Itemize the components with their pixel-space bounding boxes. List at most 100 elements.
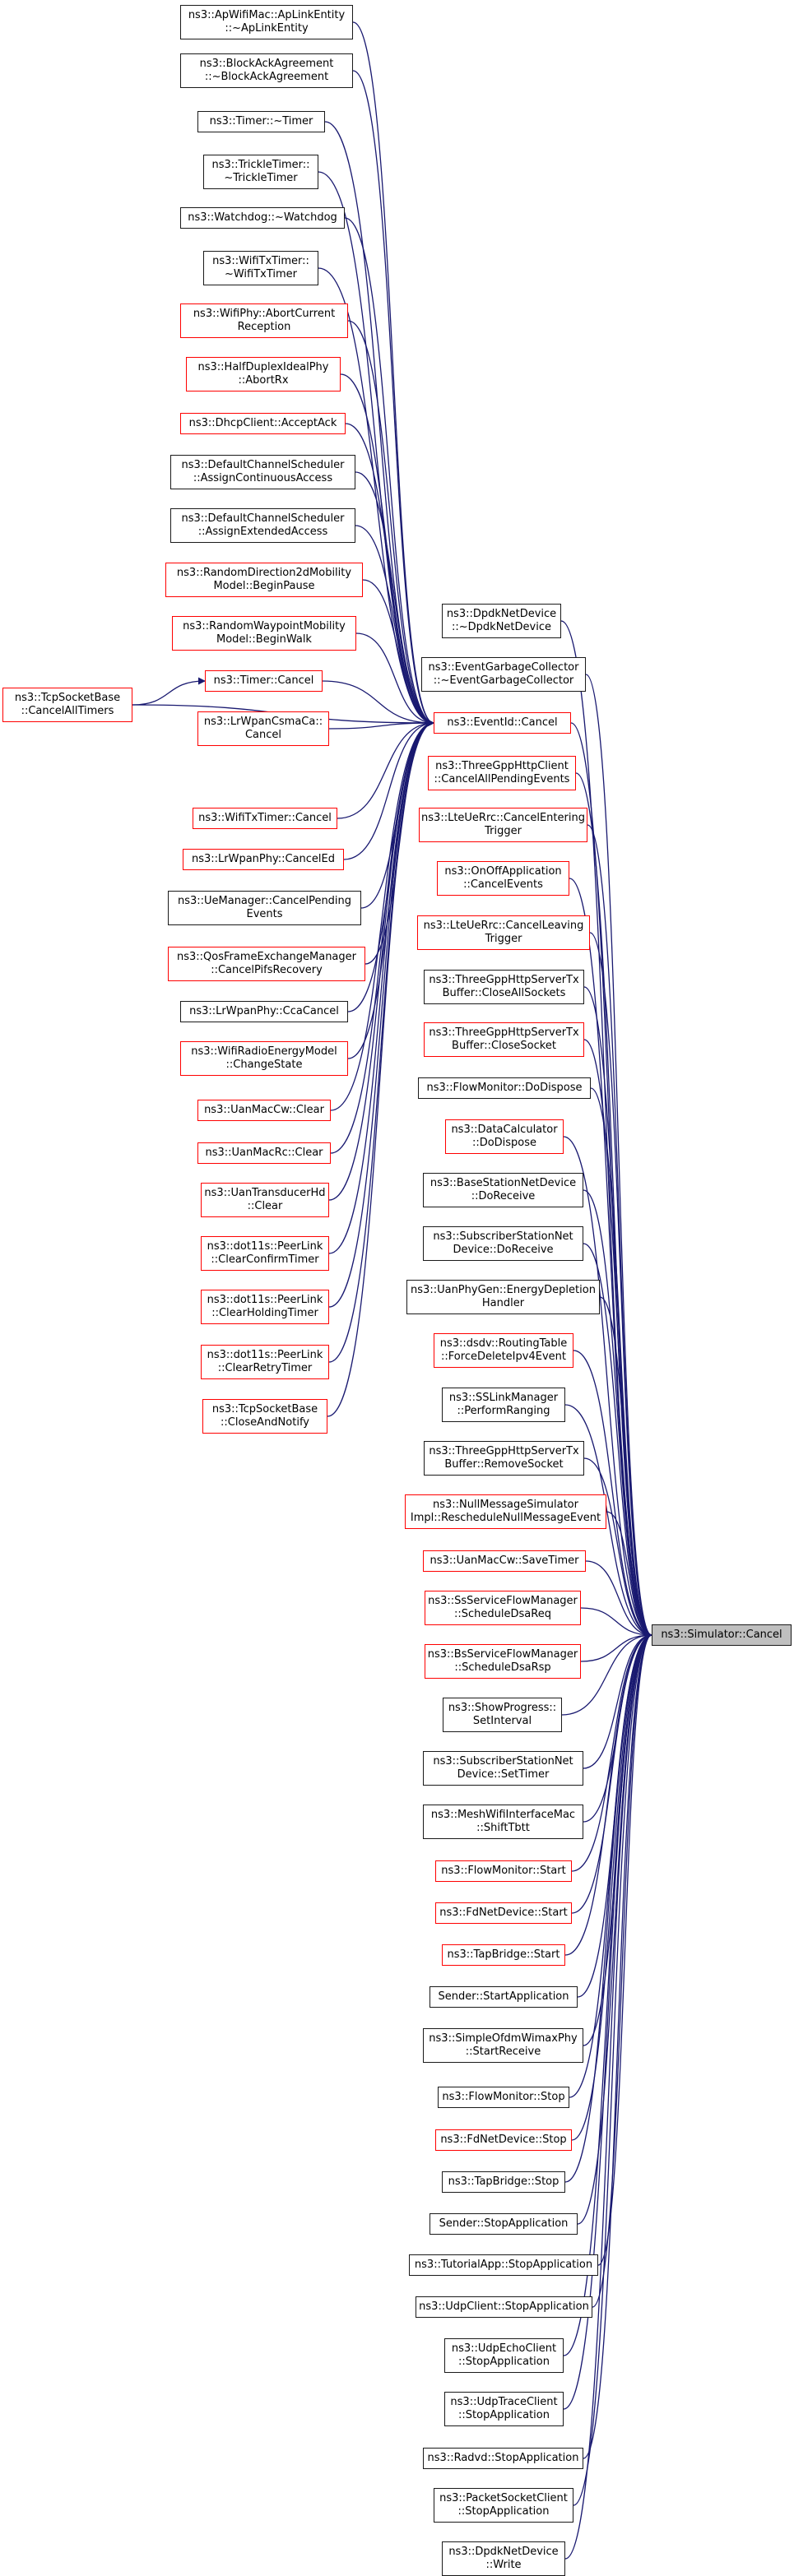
node-label-line: ns3::UdpTraceClient xyxy=(450,2396,558,2408)
node-wifiradioenergymodel-changestate[interactable]: ns3::WifiRadioEnergyModel::ChangeState xyxy=(180,1041,348,1076)
node-label-line: ::CancelAllPendingEvents xyxy=(434,773,570,785)
node-ssserviceflowmanager-scheduledsareq[interactable]: ns3::SsServiceFlowManager::ScheduleDsaRe… xyxy=(425,1591,581,1625)
node-dpdknetdevice-dpdknetdevice[interactable]: ns3::DpdkNetDevice::~DpdkNetDevice xyxy=(442,604,561,638)
edge-ssnd-to-simulator-cancel xyxy=(583,1243,652,1639)
node-datacalculator-dodispose[interactable]: ns3::DataCalculator::DoDispose xyxy=(445,1119,564,1154)
node-label-line: ns3::UdpEchoClient xyxy=(451,2342,557,2355)
node-flowmonitor-dodispose[interactable]: ns3::FlowMonitor::DoDispose xyxy=(418,1077,591,1099)
node-label-line: ::DoReceive xyxy=(471,1190,536,1202)
node-label-line: ns3::UanTransducerHd xyxy=(204,1187,326,1199)
node-dhcpclient-acceptack[interactable]: ns3::DhcpClient::AcceptAck xyxy=(180,413,346,434)
node-basestationnetdevice-doreceive[interactable]: ns3::BaseStationNetDevice::DoReceive xyxy=(423,1173,583,1207)
node-lrwpanphy-ccacancel[interactable]: ns3::LrWpanPhy::CcaCancel xyxy=(180,1001,348,1022)
node-eventgarbagecollector-eventgarbagecollector[interactable]: ns3::EventGarbageCollector::~EventGarbag… xyxy=(421,657,586,692)
node-label-line: ns3::TrickleTimer:: xyxy=(211,159,310,171)
node-sslinkmanager-performranging[interactable]: ns3::SSLinkManager::PerformRanging xyxy=(442,1388,565,1422)
node-dsdv-routingtable-forcedeleteipv4event[interactable]: ns3::dsdv::RoutingTable::ForceDeleteIpv4… xyxy=(434,1333,573,1368)
node-tapbridge-stop[interactable]: ns3::TapBridge::Stop xyxy=(442,2171,565,2193)
node-label-line: ns3::DataCalculator xyxy=(451,1124,558,1136)
node-uanmacrc-clear[interactable]: ns3::UanMacRc::Clear xyxy=(197,1142,331,1164)
node-label-line: ns3::DefaultChannelScheduler xyxy=(181,459,345,471)
node-udptraceclient-stopapplication[interactable]: ns3::UdpTraceClient::StopApplication xyxy=(444,2392,564,2426)
node-label-line: ::ScheduleDsaRsp xyxy=(454,1661,551,1674)
node-trickletimer-trickletimer[interactable]: ns3::TrickleTimer::~TrickleTimer xyxy=(203,155,318,189)
edge-dpk2-to-simulator-cancel xyxy=(564,1631,652,2560)
node-dot11s-peerlink-clearconfirmtimer[interactable]: ns3::dot11s::PeerLink::ClearConfirmTimer xyxy=(201,1236,329,1271)
node-dpdknetdevice-write[interactable]: ns3::DpdkNetDevice::Write xyxy=(442,2541,565,2576)
node-onoffapplication-cancelevents[interactable]: ns3::OnOffApplication::CancelEvents xyxy=(437,861,569,896)
node-label-line: ns3::dot11s::PeerLink xyxy=(207,1294,323,1306)
node-fdnetdevice-start[interactable]: ns3::FdNetDevice::Start xyxy=(435,1902,572,1924)
node-dot11s-peerlink-clearholdingtimer[interactable]: ns3::dot11s::PeerLink::ClearHoldingTimer xyxy=(201,1290,329,1324)
node-dot11s-peerlink-clearretrytimer[interactable]: ns3::dot11s::PeerLink::ClearRetryTimer xyxy=(201,1345,329,1379)
node-threegpphttpclient-cancelallpendingevents[interactable]: ns3::ThreeGppHttpClient::CancelAllPendin… xyxy=(428,756,576,790)
node-showprogress-setinterval[interactable]: ns3::ShowProgress::SetInterval xyxy=(443,1698,562,1732)
node-sender-stopapplication[interactable]: Sender::StopApplication xyxy=(430,2213,578,2235)
node-defaultchannelscheduler-assigncontinuousaccess[interactable]: ns3::DefaultChannelScheduler::AssignCont… xyxy=(170,455,355,489)
node-label-line: ns3::BaseStationNetDevice xyxy=(430,1177,577,1189)
node-label-line: ns3::NullMessageSimulator xyxy=(433,1499,578,1511)
node-uanmaccw-savetimer[interactable]: ns3::UanMacCw::SaveTimer xyxy=(423,1550,586,1572)
node-lrwpancsmaca-cancel[interactable]: ns3::LrWpanCsmaCa::Cancel xyxy=(197,711,329,746)
node-label-line: ns3::Timer::Cancel xyxy=(213,674,314,687)
node-tcpsocketbase-closeandnotify[interactable]: ns3::TcpSocketBase::CloseAndNotify xyxy=(202,1399,327,1434)
edge-pl1-to-eventid-cancel xyxy=(328,719,434,1254)
node-apwifimac-aplinkentity-aplinkentity[interactable]: ns3::ApWifiMac::ApLinkEntity::~ApLinkEnt… xyxy=(180,5,353,39)
node-eventid-cancel[interactable]: ns3::EventId::Cancel xyxy=(434,712,571,734)
node-udpechoclient-stopapplication[interactable]: ns3::UdpEchoClient::StopApplication xyxy=(444,2338,564,2373)
node-label-line: ns3::TutorialApp::StopApplication xyxy=(414,2259,593,2271)
node-label-line: Sender::StopApplication xyxy=(439,2217,569,2230)
node-halfduplexidealphy-abortrx[interactable]: ns3::HalfDuplexIdealPhy::AbortRx xyxy=(186,357,341,391)
node-flowmonitor-stop[interactable]: ns3::FlowMonitor::Stop xyxy=(438,2087,569,2108)
node-fdnetdevice-stop[interactable]: ns3::FdNetDevice::Stop xyxy=(435,2129,572,2151)
node-meshwifiinterfacemac-shifttbtt[interactable]: ns3::MeshWifiInterfaceMac::ShiftTbtt xyxy=(423,1805,583,1839)
edge-dsdv-to-simulator-cancel xyxy=(573,1350,652,1639)
node-label-line: ::StopApplication xyxy=(457,2505,550,2518)
node-packetsocketclient-stopapplication[interactable]: ns3::PacketSocketClient::StopApplication xyxy=(434,2488,573,2523)
node-defaultchannelscheduler-assignextendedaccess[interactable]: ns3::DefaultChannelScheduler::AssignExte… xyxy=(170,508,355,543)
node-tutorialapp-stopapplication[interactable]: ns3::TutorialApp::StopApplication xyxy=(409,2254,598,2276)
edge-fdst-to-simulator-cancel xyxy=(571,1631,652,2141)
node-blockackagreement-blockackagreement[interactable]: ns3::BlockAckAgreement::~BlockAckAgreeme… xyxy=(180,53,353,88)
node-label-line: ns3::dot11s::PeerLink xyxy=(207,1349,323,1361)
node-label-line: ns3::ApWifiMac::ApLinkEntity xyxy=(188,9,346,21)
node-flowmonitor-start[interactable]: ns3::FlowMonitor::Start xyxy=(435,1860,572,1882)
node-radvd-stopapplication[interactable]: ns3::Radvd::StopApplication xyxy=(423,2448,583,2469)
node-wifitxtimer-wifitxtimer[interactable]: ns3::WifiTxTimer::~WifiTxTimer xyxy=(203,251,318,285)
node-tapbridge-start[interactable]: ns3::TapBridge::Start xyxy=(442,1944,565,1966)
node-timer-timer[interactable]: ns3::Timer::~Timer xyxy=(197,111,325,132)
node-wifitxtimer-cancel[interactable]: ns3::WifiTxTimer::Cancel xyxy=(193,808,337,829)
node-label-line: ::DoDispose xyxy=(471,1137,537,1149)
node-label-line: ns3::LrWpanCsmaCa:: xyxy=(203,716,323,728)
node-watchdog-watchdog[interactable]: ns3::Watchdog::~Watchdog xyxy=(180,207,345,229)
node-tcpsocketbase-cancelalltimers[interactable]: ns3::TcpSocketBase::CancelAllTimers xyxy=(2,688,132,722)
node-label-line: ::ClearHoldingTimer xyxy=(211,1307,318,1319)
node-uanmaccw-clear[interactable]: ns3::UanMacCw::Clear xyxy=(197,1100,331,1121)
node-label-line: ns3::HalfDuplexIdealPhy xyxy=(197,361,329,373)
node-label-line: Handler xyxy=(481,1297,525,1309)
node-udpclient-stopapplication[interactable]: ns3::UdpClient::StopApplication xyxy=(416,2296,592,2318)
node-timer-cancel[interactable]: ns3::Timer::Cancel xyxy=(205,670,323,692)
node-uantransducerhd-clear[interactable]: ns3::UanTransducerHd::Clear xyxy=(201,1183,329,1217)
node-simpleofdmwimaxphy-startreceive[interactable]: ns3::SimpleOfdmWimaxPhy::StartReceive xyxy=(423,2028,583,2063)
node-qosframeexchangemanager-cancelpifsrecovery[interactable]: ns3::QosFrameExchangeManager::CancelPifs… xyxy=(168,947,365,981)
node-label-line: ns3::ShowProgress:: xyxy=(448,1702,557,1714)
node-lrwpanphy-canceled[interactable]: ns3::LrWpanPhy::CancelEd xyxy=(183,849,344,870)
node-bsserviceflowmanager-scheduledsarsp[interactable]: ns3::BsServiceFlowManager::ScheduleDsaRs… xyxy=(425,1644,581,1679)
node-sender-startapplication[interactable]: Sender::StartApplication xyxy=(430,1986,578,2008)
edge-tsb-to-eventid-cancel xyxy=(327,719,434,1417)
